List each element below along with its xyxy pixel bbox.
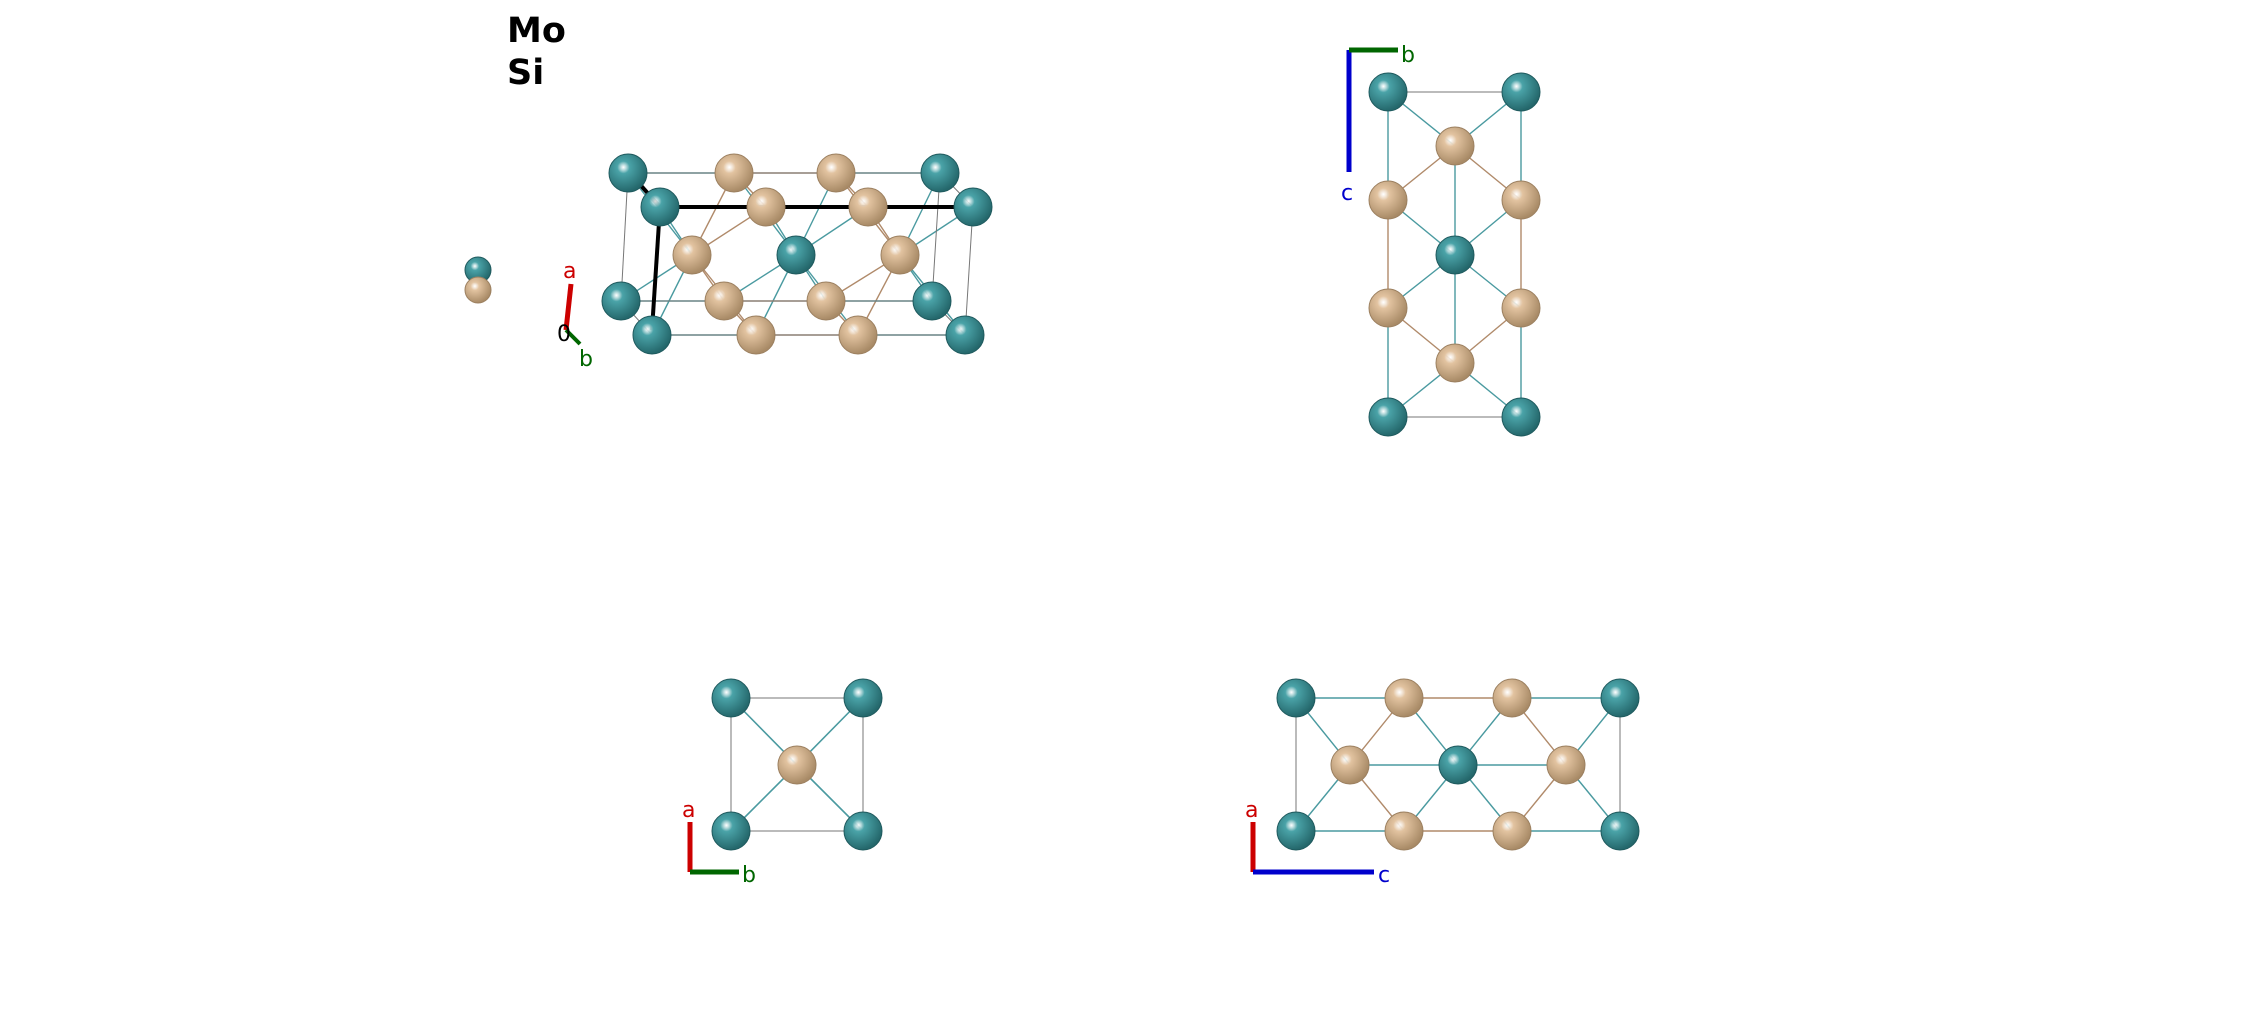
axis-c-label: c xyxy=(1378,863,1390,888)
si-atom xyxy=(1368,180,1408,220)
axis-a-label: a xyxy=(682,798,695,823)
view-b-atoms xyxy=(1276,678,1640,851)
perspective-view: a b 0 xyxy=(557,153,993,372)
view-c-axis-indicator: a b xyxy=(682,798,756,888)
axis-b-label: b xyxy=(579,347,593,372)
mo-atom xyxy=(711,678,751,718)
view-along-c: a b xyxy=(682,678,883,888)
si-atom xyxy=(672,235,712,275)
si-atom xyxy=(1384,811,1424,851)
view-along-a: b c xyxy=(1341,43,1541,437)
si-atom xyxy=(746,187,786,227)
si-atom xyxy=(736,315,776,355)
view-along-b: a c xyxy=(1245,678,1640,888)
mo-atom xyxy=(843,811,883,851)
si-atom xyxy=(777,745,817,785)
mo-atom xyxy=(632,315,672,355)
partial-atoms-left-edge xyxy=(464,256,492,304)
axis-b-label: b xyxy=(1401,43,1415,68)
cell-edge xyxy=(931,172,941,302)
cell-edge xyxy=(620,172,629,302)
mo-atom xyxy=(1276,678,1316,718)
si-atom xyxy=(464,276,492,304)
si-atom xyxy=(1435,126,1475,166)
mo-atom xyxy=(920,153,960,193)
cell-edge xyxy=(650,206,662,331)
si-atom xyxy=(838,315,878,355)
axis-origin-label: 0 xyxy=(557,322,571,347)
si-atom xyxy=(1492,678,1532,718)
si-atom xyxy=(714,153,754,193)
view-a-atoms xyxy=(1368,72,1541,437)
view-b-axis-indicator: a c xyxy=(1245,798,1390,888)
axis-b-line xyxy=(564,328,582,346)
mo-atom xyxy=(1600,678,1640,718)
axis-c-label: c xyxy=(1341,181,1353,206)
si-atom xyxy=(1368,288,1408,328)
mo-atom xyxy=(1438,745,1478,785)
view-c-atoms xyxy=(711,678,883,851)
si-atom xyxy=(1501,288,1541,328)
si-atom xyxy=(1546,745,1586,785)
perspective-atoms xyxy=(601,153,993,355)
mo-atom xyxy=(1435,235,1475,275)
si-atom xyxy=(816,153,856,193)
perspective-axis-indicator: a b 0 xyxy=(557,259,593,372)
mo-atom xyxy=(1600,811,1640,851)
axis-a-label: a xyxy=(563,259,576,284)
si-atom xyxy=(1435,343,1475,383)
si-atom xyxy=(704,281,744,321)
axis-a-line xyxy=(563,283,574,331)
mo-atom xyxy=(776,235,816,275)
mo-atom xyxy=(1501,72,1541,112)
mo-atom xyxy=(953,187,993,227)
si-atom xyxy=(806,281,846,321)
view-a-axis-indicator: b c xyxy=(1341,43,1415,206)
mo-atom xyxy=(912,281,952,321)
mo-atom xyxy=(640,187,680,227)
mo-atom xyxy=(1368,72,1408,112)
mo-atom xyxy=(711,811,751,851)
si-atom xyxy=(1501,180,1541,220)
si-atom xyxy=(1330,745,1370,785)
mo-atom xyxy=(601,281,641,321)
axis-b-label: b xyxy=(742,863,756,888)
mo-atom xyxy=(945,315,985,355)
cell-edge xyxy=(964,206,974,336)
legend-si: Si xyxy=(507,53,544,93)
si-atom xyxy=(1492,811,1532,851)
mo-atom xyxy=(1501,397,1541,437)
mo-atom xyxy=(1368,397,1408,437)
si-atom xyxy=(880,235,920,275)
mo-atom xyxy=(843,678,883,718)
si-atom xyxy=(1384,678,1424,718)
mo-atom xyxy=(1276,811,1316,851)
legend-mo: Mo xyxy=(507,11,566,51)
element-legend: Mo Si xyxy=(507,11,566,93)
axis-a-label: a xyxy=(1245,798,1258,823)
mo-atom xyxy=(608,153,648,193)
si-atom xyxy=(848,187,888,227)
